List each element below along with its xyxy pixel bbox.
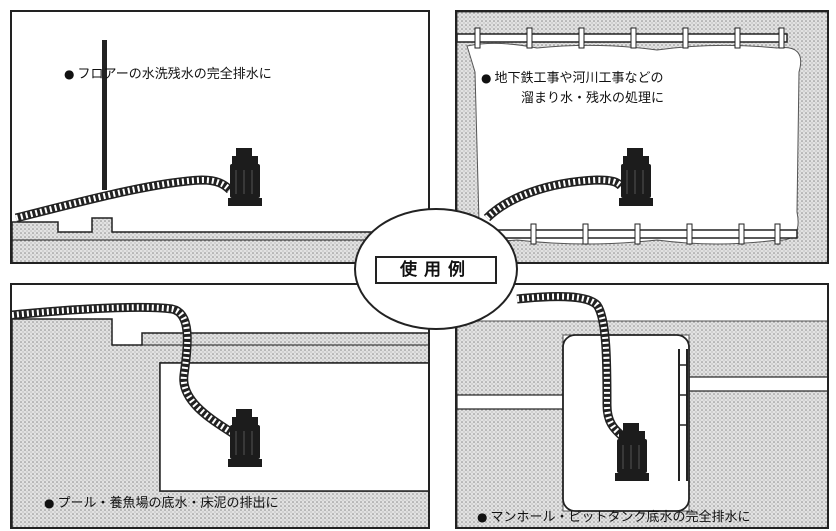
pump-icon (227, 147, 263, 207)
center-title: 使用例 (375, 256, 497, 284)
bullet-icon: ● (481, 71, 492, 85)
caption-subway-line1: 地下鉄工事や河川工事などの (494, 71, 664, 86)
pump-icon (614, 422, 650, 482)
panel-subway-drainage: ●地下鉄工事や河川工事などの 溜まり水・残水の処理に (455, 10, 829, 264)
ladder-icon (678, 349, 688, 481)
pump-icon (618, 147, 654, 207)
caption-subway: ●地下鉄工事や河川工事などの 溜まり水・残水の処理に (481, 68, 664, 109)
hose-icon (12, 302, 241, 441)
caption-pool: ●プール・養魚場の底水・床泥の排出に (44, 493, 279, 514)
caption-manhole-text: マンホール・ピットタンク底水の完全排水に (490, 510, 751, 525)
panel-floor-drainage: ●フロアーの水洗残水の完全排水に (10, 10, 430, 264)
hose-icon (14, 175, 234, 223)
bullet-icon: ● (477, 510, 488, 524)
pump-icon (227, 408, 263, 468)
caption-pool-text: プール・養魚場の底水・床泥の排出に (57, 496, 279, 511)
pipe-left (457, 394, 564, 410)
hose-icon (516, 292, 627, 441)
caption-subway-line2: 溜まり水・残水の処理に (521, 91, 665, 106)
pipe-right (688, 376, 827, 392)
hose-icon (483, 175, 625, 222)
shoring-top (457, 27, 788, 49)
bullet-icon: ● (44, 496, 55, 510)
caption-manhole: ●マンホール・ピットタンク底水の完全排水に (477, 507, 751, 527)
panel-manhole-drainage: ●マンホール・ピットタンク底水の完全排水に (455, 283, 829, 529)
caption-floor: ●フロアーの水洗残水の完全排水に (64, 64, 272, 85)
panel-pool-drainage: ●プール・養魚場の底水・床泥の排出に (10, 283, 430, 529)
caption-floor-text: フロアーの水洗残水の完全排水に (77, 67, 272, 82)
pole-icon (102, 40, 107, 190)
tunnel-rock (457, 12, 827, 262)
bullet-icon: ● (64, 67, 75, 81)
